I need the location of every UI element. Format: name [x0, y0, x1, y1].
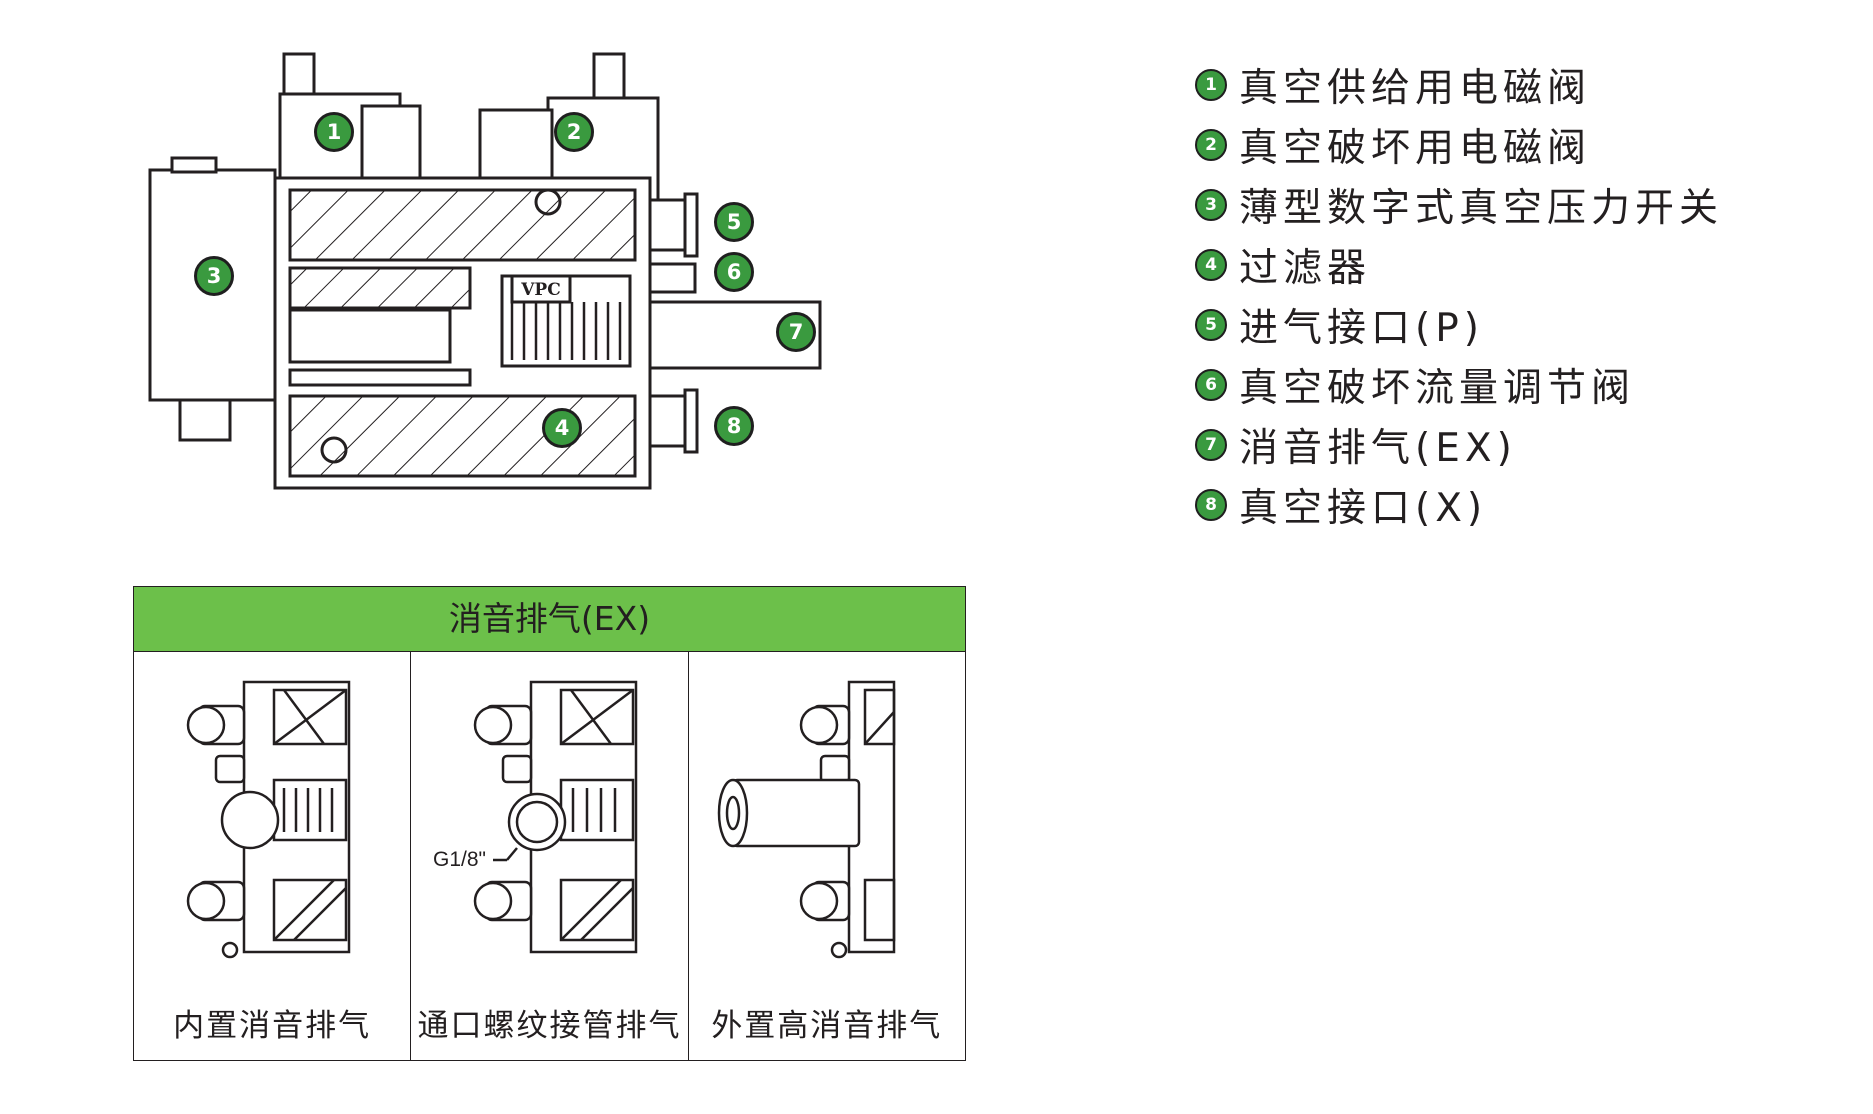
callout-8: 8 — [714, 406, 754, 446]
exhaust-option-builtin: 内置消音排气 — [134, 652, 412, 1061]
legend-number-badge: 1 — [1195, 69, 1227, 101]
ejector-drawing: VPC — [148, 52, 822, 490]
legend-number-badge: 8 — [1195, 489, 1227, 521]
callout-4: 4 — [542, 408, 582, 448]
legend-number-badge: 5 — [1195, 309, 1227, 341]
legend-label: 过滤器 — [1239, 246, 1372, 291]
exhaust-options-table: 消音排气(EX) — [133, 586, 966, 1061]
builtin-silencer-drawing — [186, 680, 351, 959]
exhaust-option-caption: 外置高消音排气 — [711, 1008, 943, 1044]
legend-item: 2 真空破坏用电磁阀 — [1195, 115, 1723, 175]
legend-number-badge: 3 — [1195, 189, 1227, 221]
vacuum-ejector-diagram: VPC 1 2 3 4 5 6 7 8 — [130, 40, 850, 514]
callout-7: 7 — [776, 312, 816, 352]
legend-number-badge: 6 — [1195, 369, 1227, 401]
legend-label: 真空破坏用电磁阀 — [1239, 126, 1592, 171]
exhaust-option-caption: 内置消音排气 — [173, 1008, 372, 1044]
threaded-port-drawing: G1/8" — [433, 680, 638, 954]
exhaust-option-caption: 通口螺纹接管排气 — [417, 1008, 682, 1044]
legend-item: 6 真空破坏流量调节阀 — [1195, 355, 1723, 415]
legend-label: 进气接口(P) — [1239, 306, 1484, 351]
callout-6: 6 — [714, 252, 754, 292]
callout-1: 1 — [314, 112, 354, 152]
thread-size-label: G1/8" — [433, 848, 486, 871]
legend-label: 真空破坏流量调节阀 — [1239, 366, 1636, 411]
legend-label: 真空供给用电磁阀 — [1239, 66, 1592, 111]
legend-label: 消音排气(EX) — [1239, 426, 1517, 471]
legend-item: 5 进气接口(P) — [1195, 295, 1723, 355]
legend-item: 3 薄型数字式真空压力开关 — [1195, 175, 1723, 235]
legend-number-badge: 7 — [1195, 429, 1227, 461]
legend-number-badge: 4 — [1195, 249, 1227, 281]
legend-number-badge: 2 — [1195, 129, 1227, 161]
legend-item: 4 过滤器 — [1195, 235, 1723, 295]
external-silencer-drawing — [717, 680, 895, 959]
legend-label: 真空接口(X) — [1239, 486, 1488, 531]
legend-item: 8 真空接口(X) — [1195, 475, 1723, 535]
legend-item: 7 消音排气(EX) — [1195, 415, 1723, 475]
legend-item: 1 真空供给用电磁阀 — [1195, 55, 1723, 115]
exhaust-option-threaded-port: G1/8" 通口螺纹接管排气 — [411, 652, 689, 1061]
exhaust-table-header: 消音排气(EX) — [134, 587, 965, 652]
callout-5: 5 — [714, 202, 754, 242]
exhaust-option-external-silencer: 外置高消音排气 — [689, 652, 965, 1061]
callout-3: 3 — [194, 256, 234, 296]
brand-label: VPC — [520, 280, 561, 300]
legend-label: 薄型数字式真空压力开关 — [1239, 186, 1724, 231]
component-legend: 1 真空供给用电磁阀 2 真空破坏用电磁阀 3 薄型数字式真空压力开关 4 过滤… — [1195, 55, 1723, 535]
callout-2: 2 — [554, 112, 594, 152]
